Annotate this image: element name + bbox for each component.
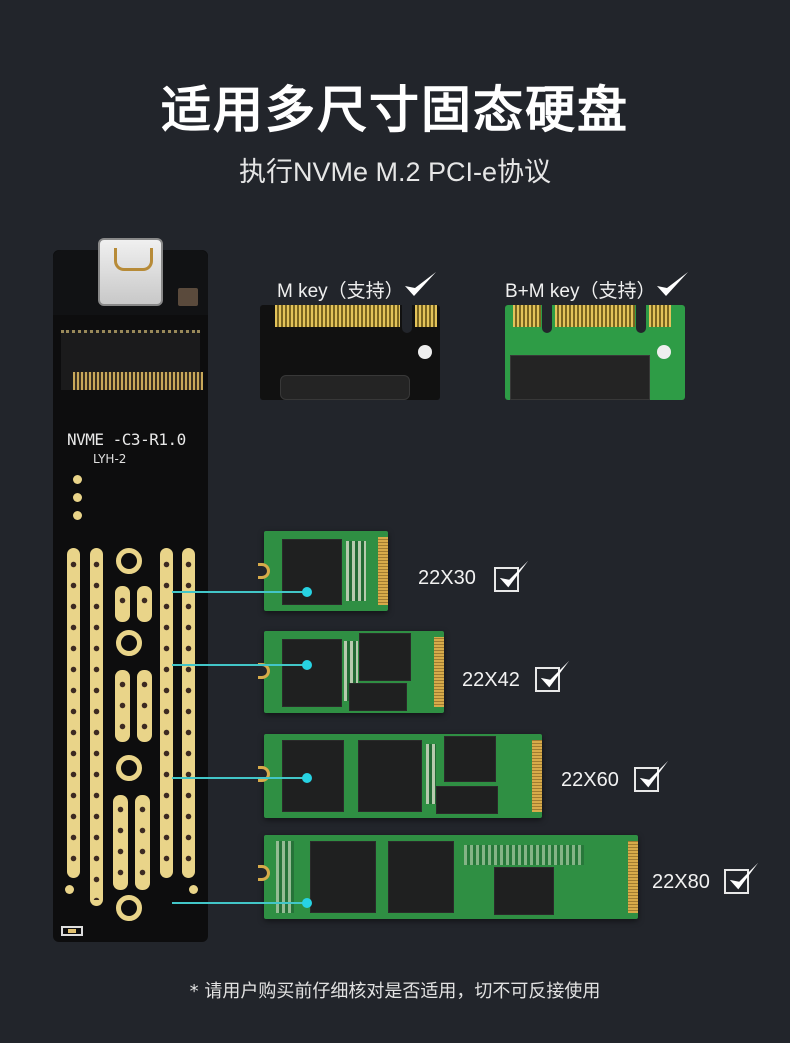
mount-hole: [116, 630, 142, 656]
checkbox-checked-icon: [634, 760, 669, 792]
gold-strip: [182, 548, 195, 878]
gold-pad: [115, 670, 130, 742]
nvme-adapter-board: NVME -C3-R1.0 LYH-2: [53, 238, 208, 942]
connector-line-2280: [172, 902, 310, 904]
test-pad: [73, 493, 82, 502]
mount-hole: [116, 895, 142, 921]
gold-strip: [90, 548, 103, 906]
page-title: 适用多尺寸固态硬盘: [161, 81, 629, 139]
size-label-2260: 22X60: [561, 769, 619, 791]
connector-dot: [302, 773, 312, 783]
gold-strip: [67, 548, 80, 878]
ssd-2260: [258, 734, 542, 818]
test-pad: [73, 511, 82, 520]
m-key-label: M key（支持）: [277, 281, 404, 302]
size-label-2280: 22X80: [652, 871, 710, 893]
usb-c-port-icon: [98, 238, 163, 306]
test-pad: [189, 885, 198, 894]
gold-pad: [137, 586, 152, 622]
connector-dot: [302, 587, 312, 597]
checkbox-checked-icon: [535, 660, 570, 692]
connector-line-2260: [172, 777, 310, 779]
connector-line-2242: [172, 664, 310, 666]
gold-pad: [137, 670, 152, 742]
connector-dot: [302, 660, 312, 670]
checkbox-checked-icon: [494, 560, 529, 592]
ssd-2242: [258, 631, 444, 713]
ssd-2230: [258, 531, 388, 611]
connector-line-2230: [172, 591, 310, 593]
m2-slot: [61, 330, 203, 390]
test-pad: [73, 475, 82, 484]
connector-dot: [302, 898, 312, 908]
size-label-2230: 22X30: [418, 567, 476, 589]
adapter-sub-label: LYH-2: [93, 452, 127, 466]
bm-key-board: [505, 305, 685, 400]
gold-pad: [113, 795, 128, 890]
mount-hole: [116, 755, 142, 781]
check-icon: [657, 272, 688, 296]
mount-hole: [116, 548, 142, 574]
gold-pad: [135, 795, 150, 890]
test-pad: [65, 885, 74, 894]
adapter-model-label: NVME -C3-R1.0: [67, 430, 186, 449]
gold-pad: [115, 586, 130, 622]
check-icon: [405, 272, 436, 296]
size-label-2242: 22X42: [462, 669, 520, 691]
ssd-2280: [258, 835, 638, 919]
footer-note: * 请用户购买前仔细核对是否适用，切不可反接使用: [189, 981, 601, 1002]
bm-key-label: B+M key（支持）: [505, 281, 656, 302]
m-key-board: [260, 305, 440, 400]
led-indicator: [61, 926, 83, 936]
page-subtitle: 执行NVMe M.2 PCI-e协议: [238, 157, 552, 187]
inductor-chip: [178, 288, 198, 306]
checkbox-checked-icon: [724, 862, 759, 894]
gold-strip: [160, 548, 173, 878]
